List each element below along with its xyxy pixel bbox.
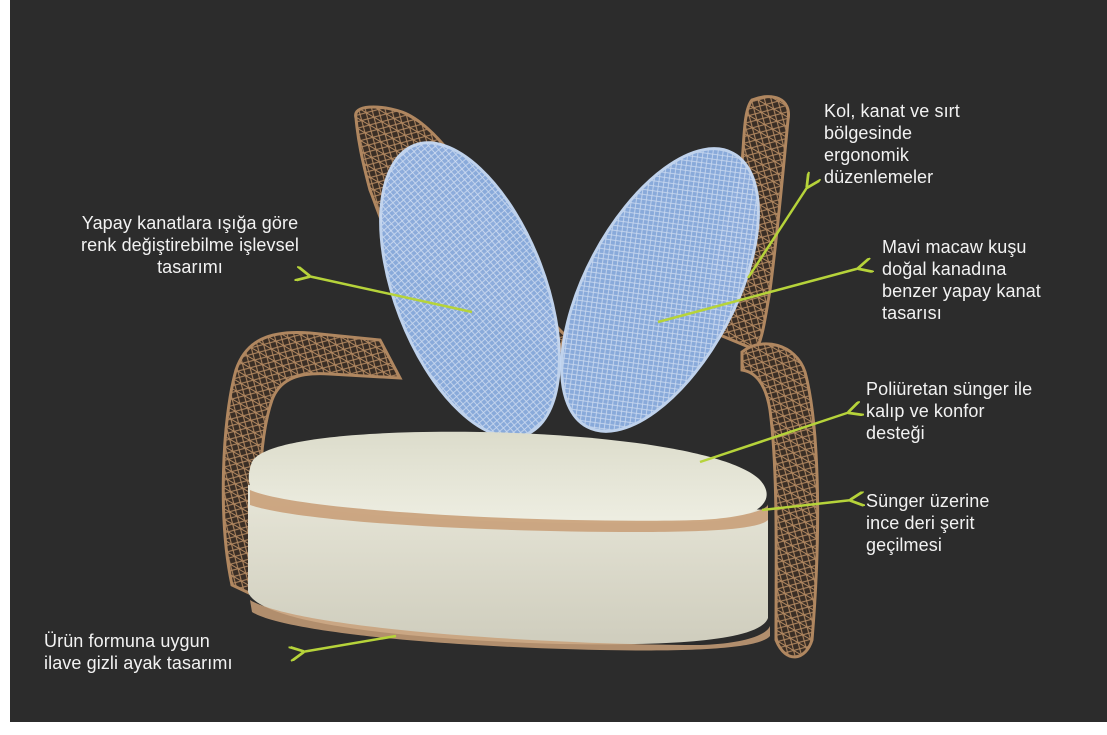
label-hidden-legs: Ürün formuna uygun ilave gizli ayak tasa… bbox=[44, 630, 304, 674]
label-macaw-wing: Mavi macaw kuşu doğal kanadına benzer ya… bbox=[882, 236, 1092, 324]
label-foam: Poliüretan sünger ile kalıp ve konfor de… bbox=[866, 378, 1096, 444]
label-ergonomic: Kol, kanat ve sırt bölgesinde ergonomik … bbox=[824, 100, 1044, 188]
label-leather-strip: Sünger üzerine ince deri şerit geçilmesi bbox=[866, 490, 1086, 556]
label-wings-color: Yapay kanatlara ışığa göre renk değiştir… bbox=[30, 212, 350, 278]
arrow-hidden-legs bbox=[302, 636, 396, 652]
